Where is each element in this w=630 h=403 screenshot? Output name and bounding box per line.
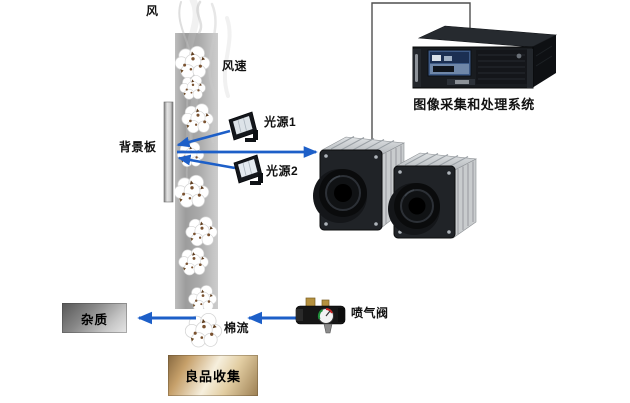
jet-valve-label: 喷气阀 bbox=[351, 306, 389, 320]
cotton-flow-label: 棉流 bbox=[224, 321, 250, 335]
floodlight2-icon bbox=[233, 154, 263, 185]
collection-label: 良品收集 bbox=[184, 369, 241, 384]
server-icon bbox=[412, 25, 558, 89]
light2-arrow bbox=[177, 154, 236, 170]
collection-box: 良品收集 bbox=[168, 355, 258, 396]
light1-arrow bbox=[176, 129, 231, 148]
jet-valve-icon bbox=[295, 297, 346, 334]
arrows bbox=[137, 129, 318, 325]
light2-label: 光源2 bbox=[266, 164, 299, 178]
floodlight1-icon bbox=[228, 111, 258, 142]
background-board-label: 背景板 bbox=[119, 140, 157, 154]
impurity-box: 杂质 bbox=[62, 303, 127, 333]
impurity-label: 杂质 bbox=[80, 312, 108, 327]
wind-speed-label: 风速 bbox=[222, 59, 248, 73]
camera2-icon bbox=[388, 152, 478, 239]
light1-label: 光源1 bbox=[264, 115, 297, 129]
background-board bbox=[163, 101, 174, 203]
image-system-label: 图像采集和处理系统 bbox=[413, 97, 535, 112]
camera-computer-wire bbox=[371, 2, 471, 142]
wind-label: 风 bbox=[146, 4, 159, 18]
